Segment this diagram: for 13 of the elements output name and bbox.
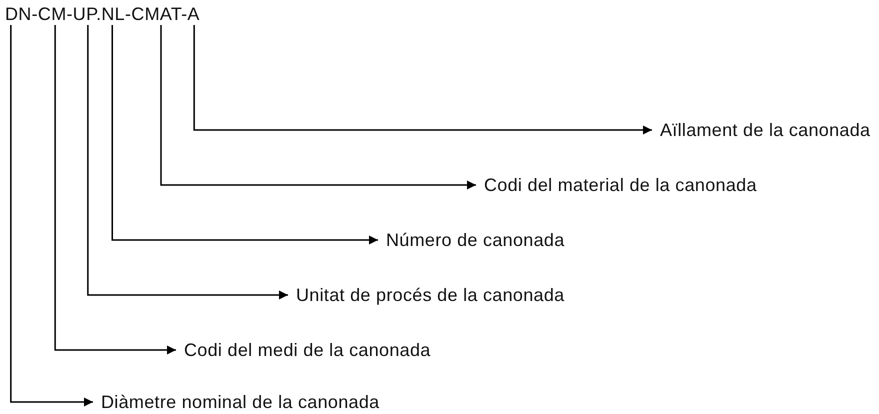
arrow <box>10 25 93 406</box>
part-label: Diàmetre nominal de la canonada <box>101 391 380 413</box>
arrow <box>160 25 476 190</box>
part-label: Unitat de procés de la canonada <box>296 284 564 306</box>
part-label: Número de canonada <box>386 229 565 251</box>
arrow <box>87 25 288 300</box>
arrow <box>112 25 378 244</box>
part-label: Aïllament de la canonada <box>660 119 870 141</box>
part-label: Codi del material de la canonada <box>484 174 757 196</box>
arrow <box>193 25 652 134</box>
code-text: DN-CM-UP.NL-CMAT-A <box>5 3 200 25</box>
part-label: Codi del medi de la canonada <box>184 339 431 361</box>
arrow <box>54 25 176 354</box>
